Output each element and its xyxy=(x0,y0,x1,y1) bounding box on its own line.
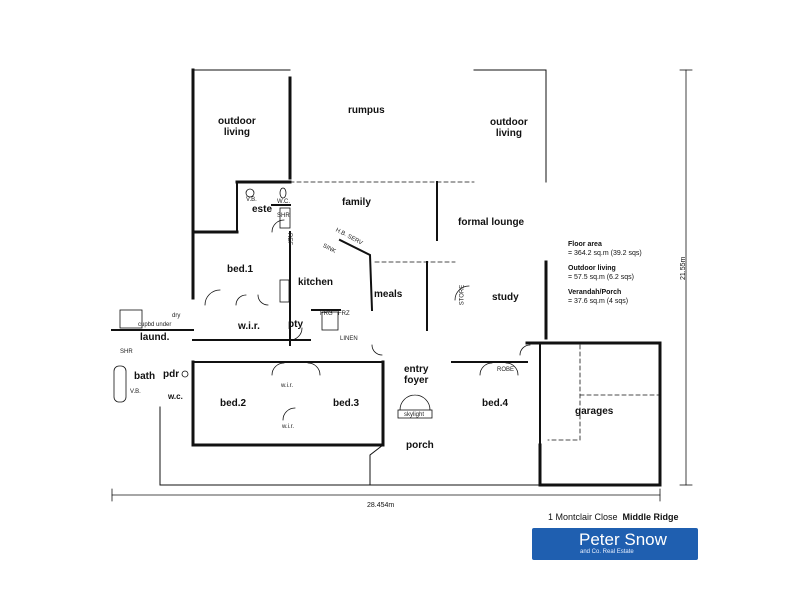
fixture-skylight: skylight xyxy=(404,412,425,418)
fixture-ref: REF xyxy=(286,233,292,245)
address-line: 1 Montclair Close Middle Ridge xyxy=(548,512,679,522)
room-formal-lounge: formal lounge xyxy=(458,217,525,228)
fixture-dry: dry xyxy=(172,313,181,319)
fixture-wc-ensuite: W.C. xyxy=(277,199,290,205)
fixture-frz: FRZ xyxy=(338,311,350,317)
fixture-shr-bath: SHR xyxy=(120,349,133,355)
floor-area-value: = 364.2 sq.m (39.2 sqs) xyxy=(568,250,642,257)
room-wir-bed3: w.i.r. xyxy=(282,424,295,430)
room-kitchen: kitchen xyxy=(298,277,334,288)
outdoor-living-value: = 57.5 sq.m (6.2 sqs) xyxy=(568,274,634,281)
fixture-vb-bath: V.B. xyxy=(130,389,141,395)
fixture-shr-ensuite: SHR xyxy=(277,213,290,219)
verandah-value: = 37.6 sq.m (4 sqs) xyxy=(568,298,629,305)
room-bed4: bed.4 xyxy=(482,398,509,409)
room-bed2: bed.2 xyxy=(220,398,247,409)
room-bed3: bed.3 xyxy=(333,398,360,409)
room-powder: pdr xyxy=(163,369,180,380)
floor-area-heading: Floor area xyxy=(568,241,602,248)
room-ensuite: este xyxy=(252,204,273,215)
room-garages: garages xyxy=(575,406,614,417)
outdoor-living-heading: Outdoor living xyxy=(568,265,616,272)
room-outdoor-living-left: outdoor living xyxy=(218,116,256,138)
wall-garage xyxy=(525,341,662,487)
fixture-frg: FRG xyxy=(320,311,333,317)
room-meals: meals xyxy=(374,289,403,300)
room-entry-foyer: entry foyer xyxy=(404,364,429,386)
address-street: 1 Montclair Close xyxy=(548,512,618,522)
room-wir-main: w.i.r. xyxy=(238,321,260,332)
room-study: study xyxy=(492,292,519,303)
dimension-width: 28.454m xyxy=(367,502,395,509)
fixture-cupbd-under: cupbd under xyxy=(138,322,172,328)
room-porch: porch xyxy=(406,440,434,451)
room-bath: bath xyxy=(134,371,156,382)
room-wc: w.c. xyxy=(168,392,183,401)
room-wir-bed2: w.i.r. xyxy=(281,383,294,389)
fixture-linen: LINEN xyxy=(340,336,358,342)
dimension-depth: 21.55m xyxy=(680,256,687,280)
fixture-store: STORE xyxy=(459,284,466,306)
address-suburb: Middle Ridge xyxy=(622,512,679,522)
fixture-vb-ensuite: V.B. xyxy=(246,197,257,203)
fixture-robe: ROBE xyxy=(497,367,515,373)
logo-brand: Peter Snow xyxy=(579,530,667,549)
verandah-heading: Verandah/Porch xyxy=(568,289,622,296)
room-outdoor-living-right: outdoor living xyxy=(490,117,528,139)
room-pantry: pty xyxy=(288,319,303,330)
area-summary: Floor area = 364.2 sq.m (39.2 sqs) Outdo… xyxy=(568,240,688,312)
room-rumpus: rumpus xyxy=(348,105,385,116)
room-bed1: bed.1 xyxy=(227,264,254,275)
logo-tagline: and Co. Real Estate xyxy=(580,549,634,555)
agency-logo: Peter Snow and Co. Real Estate xyxy=(532,528,698,560)
room-laundry: laund. xyxy=(140,332,170,343)
room-family: family xyxy=(342,197,371,208)
